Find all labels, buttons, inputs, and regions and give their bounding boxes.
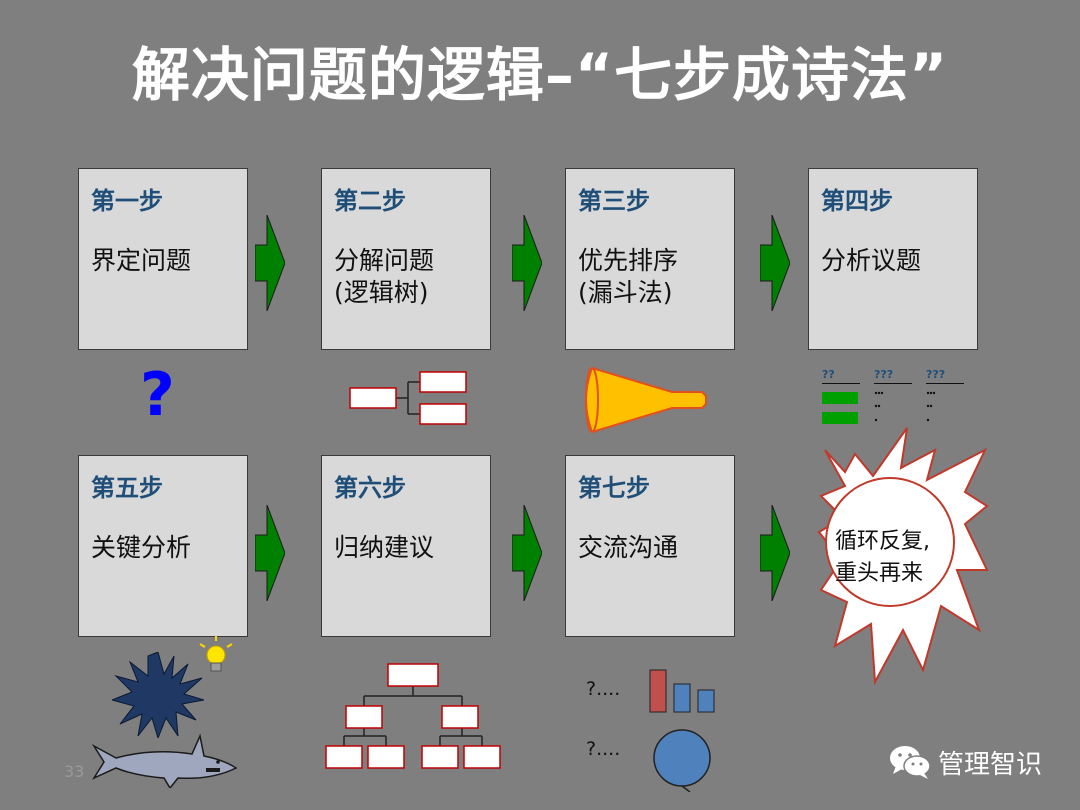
issue-mark: ?? — [822, 368, 835, 381]
page-number: 33 — [64, 762, 85, 781]
step-box-5: 第五步 关键分析 — [78, 455, 248, 637]
green-bar — [822, 392, 858, 404]
funnel-icon — [585, 366, 707, 434]
org-chart-icon — [325, 663, 501, 769]
step-desc-line: 分析议题 — [821, 246, 922, 275]
step-desc-line: 关键分析 — [91, 533, 192, 562]
step-label: 第二步 — [334, 187, 406, 215]
issue-mark: ??? — [874, 368, 894, 381]
dot-column — [926, 391, 936, 422]
right-arrow-icon — [760, 215, 790, 311]
watermark-label: 管理智识 — [938, 749, 1043, 780]
wechat-icon — [890, 746, 931, 779]
step-label: 第一步 — [91, 187, 163, 215]
step-description: 交流沟通 — [578, 532, 678, 564]
step-desc-line: 界定问题 — [91, 246, 192, 275]
step-description: 分解问题 (逻辑树) — [334, 245, 434, 309]
analysis-prompt: ?.... — [586, 738, 621, 760]
right-arrow-icon — [512, 505, 542, 601]
step-label: 第三步 — [578, 187, 650, 215]
loop-text-line: 重头再来 — [835, 561, 924, 586]
bar-chart-icon — [649, 669, 715, 713]
loop-circle: 循环反复, 重头再来 — [825, 477, 955, 607]
step-desc-line: (漏斗法) — [578, 278, 673, 307]
step-description: 界定问题 — [91, 245, 191, 277]
dot-column — [874, 391, 884, 422]
step-box-3: 第三步 优先排序 (漏斗法) — [565, 168, 735, 350]
right-arrow-icon — [255, 215, 285, 311]
step-desc-line: 分解问题 — [334, 246, 435, 275]
step-description: 优先排序 (漏斗法) — [578, 245, 678, 309]
right-arrow-icon — [760, 505, 790, 601]
analysis-prompt: ?.... — [586, 678, 621, 700]
underline — [874, 383, 912, 384]
lightbulb-icon — [199, 636, 233, 672]
step-box-2: 第二步 分解问题 (逻辑树) — [321, 168, 491, 350]
logic-tree-icon — [349, 371, 467, 425]
step-box-1: 第一步 界定问题 — [78, 168, 248, 350]
issue-mark: ??? — [926, 368, 946, 381]
shark-icon — [92, 733, 238, 788]
step-label: 第七步 — [578, 474, 650, 502]
underline — [822, 383, 860, 384]
step-desc-line: (逻辑树) — [334, 278, 429, 307]
step-desc-line: 优先排序 — [578, 246, 679, 275]
step-label: 第五步 — [91, 474, 163, 502]
step-box-7: 第七步 交流沟通 — [565, 455, 735, 637]
step-desc-line: 交流沟通 — [578, 533, 679, 562]
issue-list-icon: ?? ??? ??? — [820, 368, 970, 428]
question-mark-icon: ? — [140, 360, 175, 430]
step-description: 归纳建议 — [334, 532, 434, 564]
underline — [926, 383, 964, 384]
step-description: 关键分析 — [91, 532, 191, 564]
step-label: 第六步 — [334, 474, 406, 502]
right-arrow-icon — [512, 215, 542, 311]
step-description: 分析议题 — [821, 245, 921, 277]
step-box-6: 第六步 归纳建议 — [321, 455, 491, 637]
page-title: 解决问题的逻辑–“七步成诗法” — [131, 41, 949, 109]
right-arrow-icon — [255, 505, 285, 601]
spiky-urchin-icon — [112, 652, 204, 738]
step-box-4: 第四步 分析议题 — [808, 168, 978, 350]
step-label: 第四步 — [821, 187, 893, 215]
loop-text-line: 循环反复, — [835, 529, 930, 554]
watermark: 管理智识 — [888, 742, 1042, 782]
pie-chart-icon — [653, 729, 711, 792]
step-desc-line: 归纳建议 — [334, 533, 435, 562]
green-bar — [822, 412, 858, 424]
